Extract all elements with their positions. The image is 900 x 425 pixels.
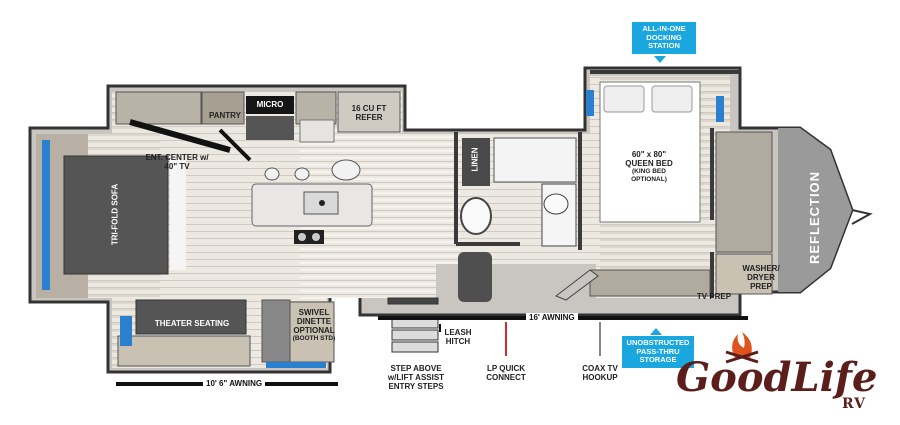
kitchen-island bbox=[251, 183, 373, 244]
swivel-dinette bbox=[261, 299, 335, 368]
washer-line-3: PREP bbox=[750, 282, 772, 291]
sofa-label: TRI-FOLD SOFA bbox=[110, 183, 120, 246]
coax-line-2: HOOKUP bbox=[582, 373, 618, 382]
dinette-line-1: SWIVEL bbox=[298, 308, 330, 317]
stools bbox=[264, 159, 361, 181]
docking-line-3: STATION bbox=[648, 41, 680, 50]
bed-label: 60" x 80" QUEEN BED (KING BED OPTIONAL) bbox=[614, 150, 684, 183]
washer-label: WASHER/ DRYER PREP bbox=[738, 264, 784, 291]
dinette-line-2: DINETTE bbox=[296, 317, 332, 326]
coax-label: COAX TV HOOKUP bbox=[576, 364, 624, 382]
docking-line-1: ALL-IN-ONE bbox=[642, 24, 686, 33]
ent-center-line-2: 40" TV bbox=[164, 162, 190, 171]
theater-seating bbox=[117, 299, 251, 367]
lp-line-1: LP QUICK bbox=[486, 364, 526, 373]
walls bbox=[454, 70, 740, 298]
pantry-label: PANTRY bbox=[209, 111, 241, 120]
feature-pointers bbox=[439, 322, 601, 356]
lp-line-2: CONNECT bbox=[486, 373, 526, 382]
storage-line-3: STORAGE bbox=[639, 355, 677, 364]
ent-center-label: ENT. CENTER w/ 40" TV bbox=[142, 153, 212, 171]
dinette-line-3: OPTIONAL bbox=[293, 326, 335, 335]
tv-prep-label: TV PREP bbox=[696, 292, 732, 301]
storage-arrow-icon bbox=[650, 328, 662, 335]
refer-label: 16 CU FT REFER bbox=[340, 104, 398, 122]
steps-line-2: w/LIFT ASSIST bbox=[387, 373, 445, 382]
bathroom bbox=[460, 137, 577, 247]
main-awning-label: 16' AWNING bbox=[526, 313, 578, 322]
leash-line-2: HITCH bbox=[445, 337, 471, 346]
refer-line-1: 16 CU FT bbox=[351, 104, 387, 113]
washer-line-1: WASHER/ bbox=[742, 264, 780, 273]
washer-line-2: DRYER bbox=[747, 273, 775, 282]
slide-awning-label: 10' 6" AWNING bbox=[203, 379, 266, 388]
dinette-note: (BOOTH STD) bbox=[292, 335, 336, 342]
storage-line-1: UNOBSTRUCTED bbox=[626, 338, 690, 347]
bedroom bbox=[586, 81, 724, 223]
counter-near-door bbox=[458, 252, 711, 302]
lp-label: LP QUICK CONNECT bbox=[480, 364, 532, 382]
ent-center-line-1: ENT. CENTER w/ bbox=[145, 153, 209, 162]
coax-line-1: COAX TV bbox=[582, 364, 618, 373]
bed-note-1: (KING BED bbox=[632, 168, 666, 175]
logo-text: GoodLife bbox=[676, 354, 878, 401]
logo-sub: RV bbox=[842, 396, 866, 412]
docking-callout: ALL-IN-ONE DOCKING STATION bbox=[632, 22, 696, 54]
bed-line-2: QUEEN BED bbox=[625, 159, 673, 168]
storage-callout: UNOBSTRUCTED PASS-THRU STORAGE bbox=[622, 336, 694, 368]
bed-note-2: OPTIONAL) bbox=[631, 175, 667, 183]
storage-line-2: PASS-THRU bbox=[636, 346, 680, 356]
docking-arrow-icon bbox=[654, 56, 666, 63]
theater-label: THEATER SEATING bbox=[154, 319, 230, 328]
model-name-label: REFLECTION bbox=[807, 170, 822, 264]
micro-label: MICRO bbox=[256, 100, 284, 109]
steps-label: STEP ABOVE w/LIFT ASSIST ENTRY STEPS bbox=[380, 364, 452, 391]
leash-line-1: LEASH bbox=[444, 328, 472, 337]
refer-line-2: REFER bbox=[355, 113, 383, 122]
steps-line-1: STEP ABOVE bbox=[390, 364, 442, 373]
tv-unit bbox=[129, 119, 252, 162]
tri-fold-sofa bbox=[36, 134, 186, 298]
docking-line-2: DOCKING bbox=[646, 32, 682, 42]
front-cap bbox=[715, 128, 873, 295]
steps-line-3: ENTRY STEPS bbox=[388, 382, 444, 391]
dinette-label: SWIVEL DINETTE OPTIONAL (BOOTH STD) bbox=[288, 308, 340, 343]
logo-flame-icon bbox=[725, 332, 759, 364]
bed-line-1: 60" x 80" bbox=[631, 150, 667, 159]
kitchen-counter bbox=[115, 91, 401, 143]
linen-label: LINEN bbox=[470, 147, 480, 172]
leash-label: LEASH HITCH bbox=[438, 328, 478, 346]
